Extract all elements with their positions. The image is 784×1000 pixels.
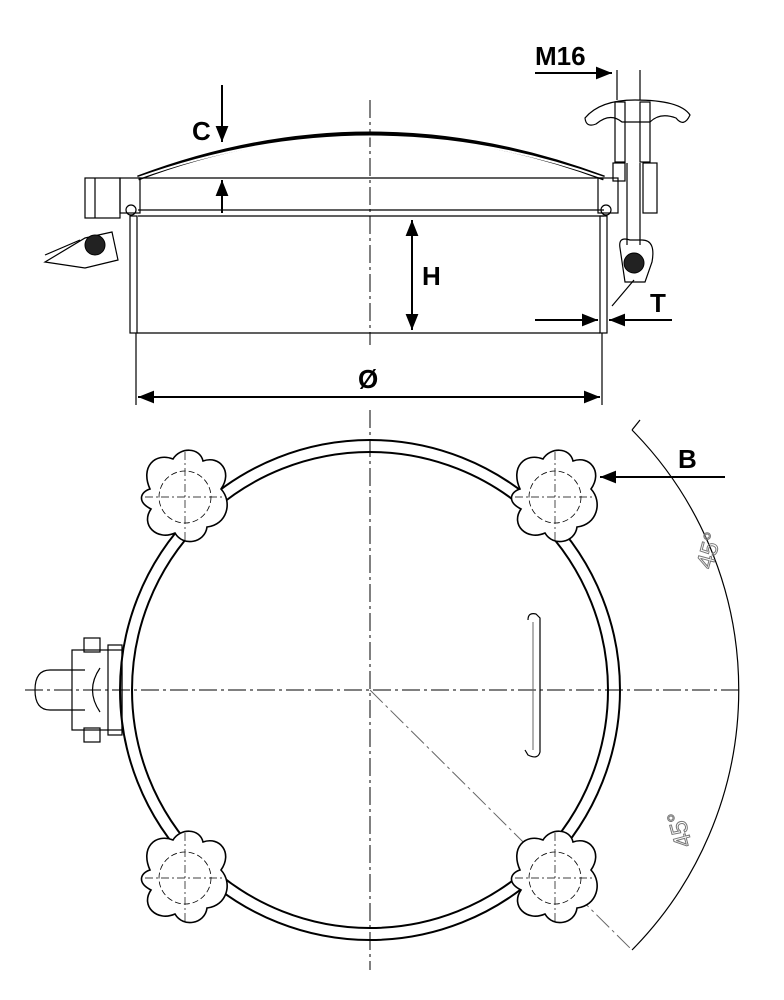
flange-left [119, 177, 141, 214]
label-m16: M16 [535, 41, 586, 71]
dome [137, 131, 605, 181]
label-t: T [650, 288, 666, 318]
hinge-left [43, 177, 121, 269]
wall-right [599, 215, 608, 334]
side-view: M16 C H T Ø [43, 41, 691, 405]
knob-bottom-right [510, 830, 598, 924]
label-h: H [422, 261, 441, 291]
knob-top-right [510, 449, 598, 543]
label-b: B [678, 444, 697, 474]
angle-label-bottom: 45° [662, 808, 697, 850]
handle [524, 613, 541, 758]
swing-bolt-right [584, 70, 691, 307]
label-diameter: Ø [358, 364, 378, 394]
wall-left [129, 215, 138, 334]
angle-arc [631, 429, 740, 951]
top-view: 45° 45° B [25, 410, 740, 970]
label-c: C [192, 116, 211, 146]
knob-top-left [140, 449, 228, 543]
hinge-top-view [34, 637, 123, 743]
angle-label-top: 45° [692, 530, 727, 572]
knob-bottom-left [140, 830, 228, 924]
flange-right [597, 177, 619, 214]
